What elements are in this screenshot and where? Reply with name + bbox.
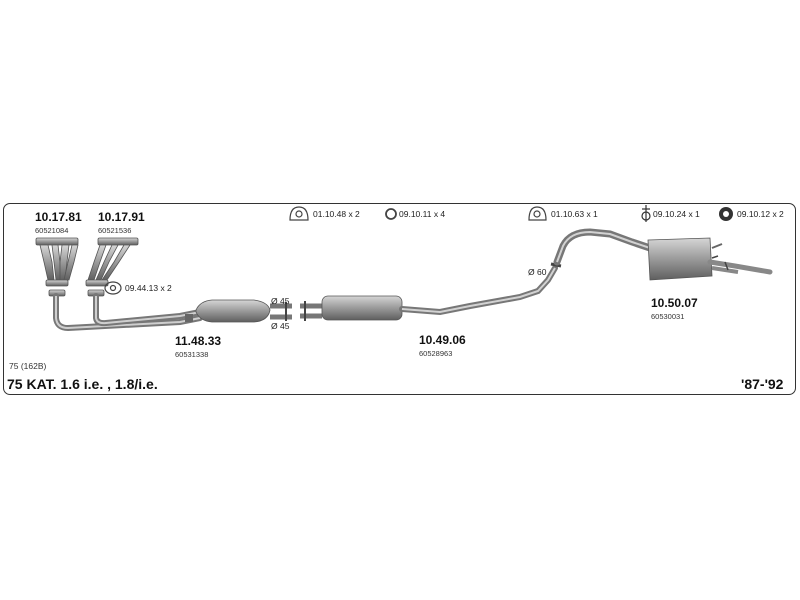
accessory-label: 09.10.12 x 2 [737,209,784,219]
accessory-label: 01.10.63 x 1 [551,209,598,219]
diameter-label: Ø 60 [528,267,547,277]
part-number: 11.48.33 [175,334,222,348]
part-reference: 60531338 [175,350,209,359]
catalyst-pipe [53,293,292,332]
part-reference: 60528963 [419,349,453,358]
model-years: '87-'92 [741,376,784,392]
accessory-label: 01.10.48 x 2 [313,209,360,219]
part-reference: 60530031 [651,312,685,321]
diagram-frame [3,203,796,395]
manifold-part-2 [85,237,139,297]
bolt-nut-icon [719,207,733,221]
accessory-label: 09.44.13 x 2 [125,283,172,293]
rear-silencer [553,228,773,281]
gasket-icon [104,281,122,295]
part-number: 10.49.06 [419,333,466,347]
hanger-icon [289,206,309,221]
clamp-icon [641,205,651,222]
accessory-label: 09.10.24 x 1 [653,209,700,219]
manifold-part-1 [35,237,79,297]
part-reference: 60521084 [35,226,69,235]
model-title: 75 KAT. 1.6 i.e. , 1.8/i.e. [7,376,158,392]
diameter-label: Ø 45 [271,321,290,331]
model-code: 75 (162B) [9,361,47,371]
hanger-icon [528,206,547,221]
diameter-label: Ø 45 [271,296,290,306]
part-number: 10.17.91 [98,210,145,224]
middle-silencer [300,262,562,321]
accessory-label: 09.10.11 x 4 [399,209,446,219]
part-reference: 60521536 [98,226,132,235]
ring-icon [385,208,397,220]
part-number: 10.17.81 [35,210,82,224]
part-number: 10.50.07 [651,296,698,310]
